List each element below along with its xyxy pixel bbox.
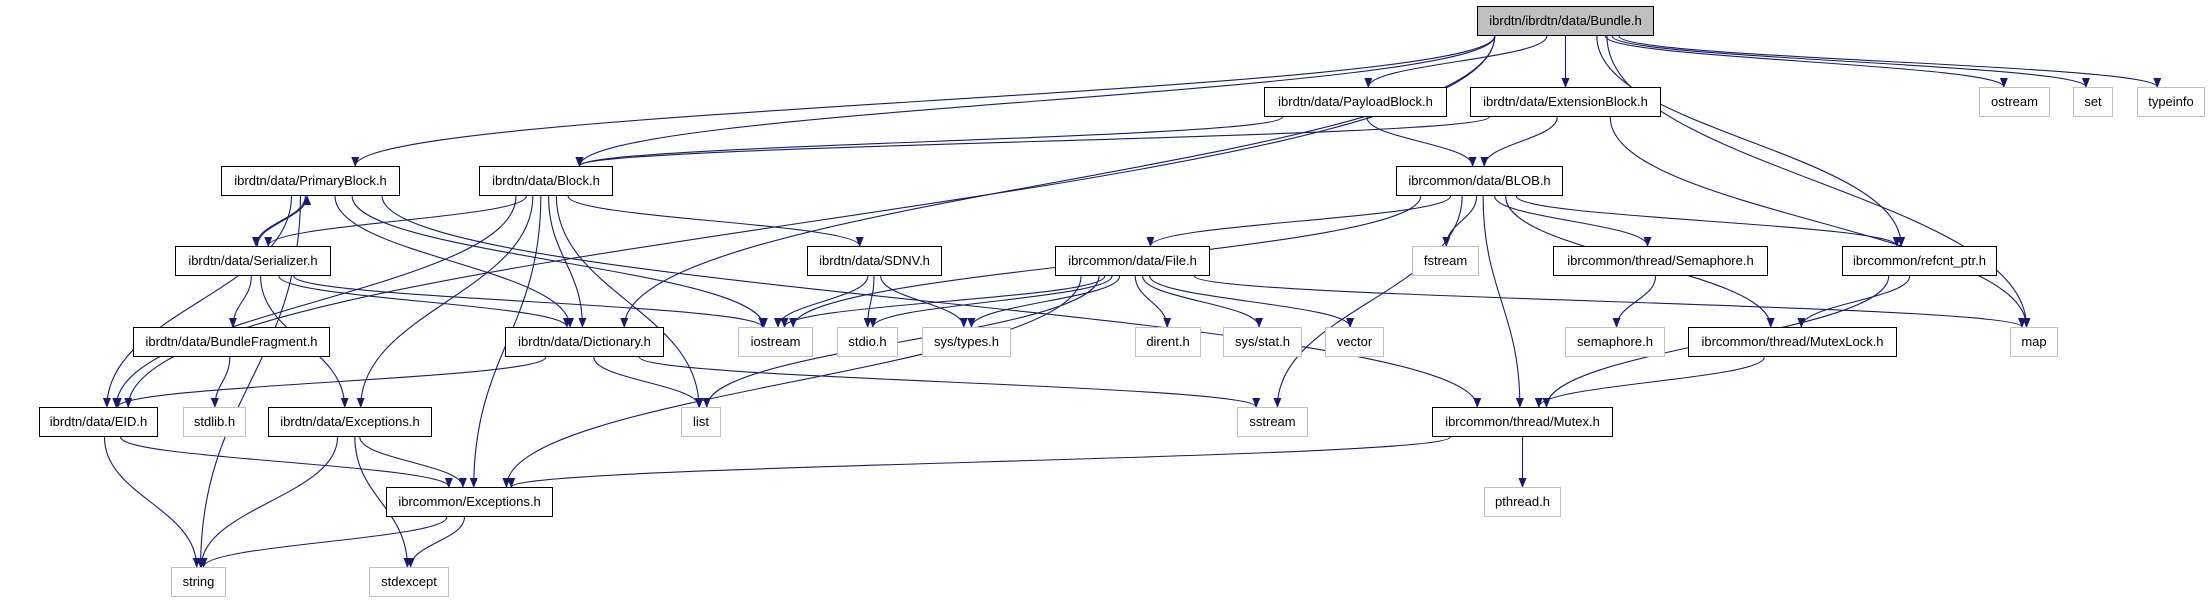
- edge-serializer-to-bundlefragment: [228, 275, 252, 328]
- edge-serializer-to-primaryblock: [256, 195, 312, 247]
- edge-sdnv-to-stdio: [863, 275, 875, 328]
- node-set: set: [2073, 87, 2113, 117]
- node-dataexceptions[interactable]: ibrdtn/data/Exceptions.h: [268, 407, 432, 437]
- edge-block-to-dictionary: [548, 195, 587, 328]
- edge-commonexceptions-to-stdexcept: [406, 516, 465, 568]
- node-mutexlock[interactable]: ibrcommon/thread/MutexLock.h: [1688, 327, 1897, 357]
- edge-extensionblock-to-block: [575, 116, 1490, 167]
- node-bundlefragment[interactable]: ibrdtn/data/BundleFragment.h: [133, 327, 330, 357]
- node-payloadblock[interactable]: ibrdtn/data/PayloadBlock.h: [1264, 87, 1447, 117]
- node-blob[interactable]: ibrcommon/data/BLOB.h: [1396, 166, 1563, 196]
- node-stdlib: stdlib.h: [183, 407, 246, 437]
- node-map: map: [2010, 327, 2058, 357]
- node-string: string: [171, 567, 226, 597]
- node-extensionblock[interactable]: ibrdtn/data/ExtensionBlock.h: [1470, 87, 1661, 117]
- edge-block-to-dataexceptions: [356, 195, 534, 408]
- edge-primaryblock-to-mutex: [381, 195, 1482, 408]
- edge-file-to-commonexceptions: [502, 275, 1082, 488]
- node-semaphoreh: semaphore.h: [1565, 327, 1665, 357]
- edge-bundle-to-dictionary: [620, 35, 1496, 328]
- node-stdexcept: stdexcept: [369, 567, 449, 597]
- edge-extensionblock-to-blob: [1480, 116, 1558, 167]
- node-refcnt[interactable]: ibrcommon/refcnt_ptr.h: [1842, 246, 1997, 276]
- node-systypes: sys/types.h: [922, 327, 1011, 357]
- edge-dataexceptions-to-stdexcept: [354, 436, 412, 568]
- edge-payloadblock-to-block: [575, 116, 1283, 167]
- edge-bundle-to-primaryblock: [351, 35, 1496, 167]
- node-vector: vector: [1325, 327, 1384, 357]
- node-ostream: ostream: [1979, 87, 2050, 117]
- edge-dataexceptions-to-string: [197, 436, 339, 568]
- edge-commonexceptions-to-string: [199, 516, 448, 568]
- edge-blob-to-file: [1146, 195, 1452, 247]
- edge-payloadblock-to-blob: [1366, 116, 1477, 167]
- edge-blob-to-mutex: [1482, 195, 1524, 408]
- node-bundle[interactable]: ibrdtn/ibrdtn/data/Bundle.h: [1477, 6, 1654, 36]
- edge-block-to-serializer: [264, 195, 527, 247]
- edge-dataexceptions-to-commonexceptions: [359, 436, 467, 488]
- node-sdnv[interactable]: ibrdtn/data/SDNV.h: [807, 246, 942, 276]
- edge-file-to-vector: [1149, 275, 1355, 328]
- edge-sdnv-to-systypes: [880, 275, 968, 328]
- node-typeinfo: typeinfo: [2137, 87, 2205, 117]
- edge-primaryblock-to-eid: [102, 195, 293, 408]
- node-primaryblock[interactable]: ibrdtn/data/PrimaryBlock.h: [221, 166, 400, 196]
- node-sstream: sstream: [1237, 407, 1308, 437]
- edge-bundle-to-block: [575, 35, 1496, 167]
- node-fstream: fstream: [1412, 246, 1479, 276]
- edge-bundlefragment-to-stdlib: [210, 356, 231, 408]
- edge-bundle-to-typeinfo: [1618, 35, 2162, 88]
- edge-eid-to-string: [103, 436, 201, 568]
- edge-block-to-list: [555, 195, 703, 408]
- node-sysstat: sys/stat.h: [1223, 327, 1302, 357]
- edge-bundle-to-set: [1611, 35, 2090, 88]
- node-dirent: dirent.h: [1135, 327, 1201, 357]
- edge-mutexlock-to-mutex: [1534, 356, 1765, 408]
- edge-mutex-to-commonexceptions: [507, 436, 1451, 488]
- node-block[interactable]: ibrdtn/data/Block.h: [479, 166, 613, 196]
- edge-dictionary-to-sstream: [638, 356, 1260, 408]
- edge-block-to-eid: [112, 195, 517, 408]
- edge-bundle-to-ostream: [1604, 35, 2008, 88]
- node-iostream: iostream: [738, 327, 813, 357]
- edge-primaryblock-to-iostream: [351, 195, 768, 328]
- edge-bundle-to-payloadblock: [1364, 35, 1548, 88]
- edge-dictionary-to-list: [593, 356, 704, 408]
- edge-block-to-sdnv: [567, 195, 864, 247]
- edge-file-to-iostream: [780, 275, 1106, 328]
- node-dictionary[interactable]: ibrdtn/data/Dictionary.h: [505, 327, 664, 357]
- node-semaphore[interactable]: ibrcommon/thread/Semaphore.h: [1553, 246, 1768, 276]
- edge-file-to-stdio: [868, 275, 1113, 328]
- edge-eid-to-commonexceptions: [120, 436, 453, 488]
- edge-file-to-list: [702, 275, 1100, 408]
- edge-refcnt-to-mutexlock: [1797, 275, 1911, 328]
- node-file[interactable]: ibrcommon/data/File.h: [1055, 246, 1210, 276]
- edge-file-to-systypes: [967, 275, 1121, 328]
- edge-serializer-to-iostream: [293, 275, 767, 328]
- node-commonexceptions[interactable]: ibrcommon/Exceptions.h: [386, 487, 553, 517]
- node-eid[interactable]: ibrdtn/data/EID.h: [39, 407, 158, 437]
- edge-extensionblock-to-map: [1609, 116, 2031, 328]
- node-serializer[interactable]: ibrdtn/data/Serializer.h: [175, 246, 331, 276]
- node-stdio: stdio.h: [837, 327, 898, 357]
- node-pthread: pthread.h: [1484, 487, 1561, 517]
- edge-file-to-map: [1193, 275, 2026, 328]
- edge-blob-to-refcnt: [1515, 195, 1901, 247]
- edge-serializer-to-dictionary: [278, 275, 571, 328]
- node-mutex[interactable]: ibrcommon/thread/Mutex.h: [1432, 407, 1613, 437]
- edge-bundle-to-map: [1606, 35, 2031, 328]
- edge-bundle-to-refcnt: [1596, 35, 1906, 247]
- edge-blob-to-sstream: [1273, 195, 1463, 408]
- edge-sdnv-to-iostream: [774, 275, 869, 328]
- edge-dictionary-to-eid: [113, 356, 547, 408]
- edge-file-to-sysstat: [1142, 275, 1264, 328]
- node-list: list: [681, 407, 721, 437]
- edge-semaphore-to-semaphoreh: [1612, 275, 1657, 328]
- edge-primaryblock-to-dictionary: [334, 195, 574, 328]
- edge-blob-to-semaphore: [1494, 195, 1652, 247]
- edge-file-to-dirent: [1134, 275, 1172, 328]
